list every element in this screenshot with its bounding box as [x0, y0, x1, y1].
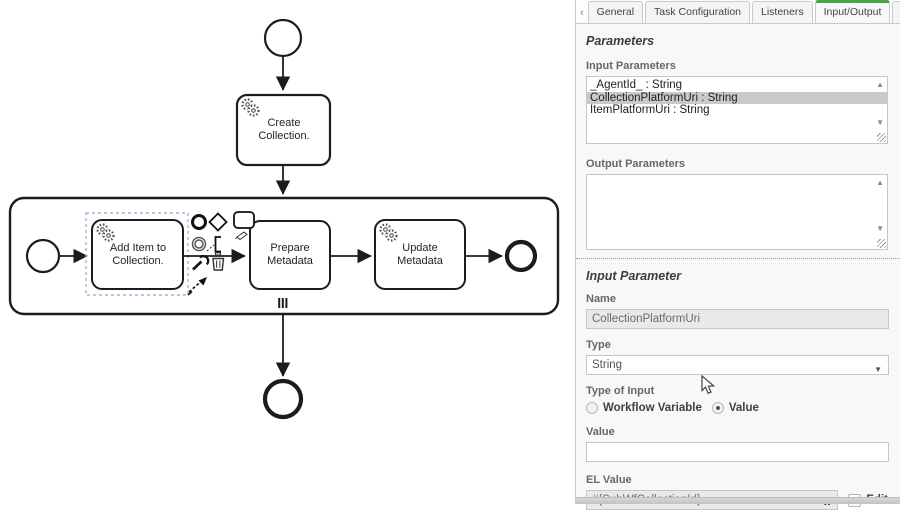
- properties-panel: ‹ General Task Configuration Listeners I…: [575, 0, 900, 510]
- tab-task-configuration[interactable]: Task Configuration: [645, 1, 750, 23]
- task-prepare-metadata[interactable]: [249, 220, 331, 290]
- append-intermediate-event-inner: [194, 239, 204, 249]
- trash-icon[interactable]: [211, 252, 225, 271]
- end-event[interactable]: [262, 378, 304, 420]
- section-divider: [576, 258, 900, 259]
- selection-outline: [85, 212, 189, 296]
- chevron-down-icon: ▼: [874, 365, 882, 374]
- output-parameters-label: Output Parameters: [586, 158, 686, 170]
- parameters-section-title: Parameters: [586, 34, 655, 48]
- resize-grip-icon[interactable]: [877, 133, 886, 142]
- panel-bottom-strip: [576, 497, 900, 504]
- append-gateway-icon[interactable]: [208, 212, 228, 232]
- type-label: Type: [586, 339, 611, 351]
- context-pad: [187, 211, 255, 296]
- task-label-update: Update Metadata: [397, 241, 443, 267]
- wrench-icon[interactable]: [192, 255, 210, 271]
- resize-grip-icon[interactable]: [877, 239, 886, 248]
- scroll-down-icon[interactable]: ▼: [876, 118, 884, 127]
- subprocess-end-event[interactable]: [504, 239, 538, 273]
- workflow-variable-radio[interactable]: [586, 402, 598, 414]
- append-annotation-icon[interactable]: [214, 236, 222, 253]
- task-label-add-item: Add Item to Collection.: [109, 241, 167, 267]
- value-label: Value: [586, 426, 615, 438]
- tab-input-output[interactable]: Input/Output: [814, 0, 891, 23]
- value-radio-label: Value: [728, 402, 759, 414]
- type-select[interactable]: String ▼: [586, 355, 889, 375]
- name-label: Name: [586, 293, 616, 305]
- task-update-metadata[interactable]: [374, 219, 466, 290]
- bpmn-diagram-svg: [8, 18, 560, 420]
- input-parameter-section-title: Input Parameter: [586, 269, 682, 283]
- value-radio[interactable]: [711, 402, 724, 414]
- tab-scroll-left-icon[interactable]: ‹: [580, 7, 584, 19]
- append-annotation-line: [206, 244, 215, 252]
- tab-listeners[interactable]: Listeners: [752, 1, 813, 23]
- edit-pen-icon[interactable]: [235, 231, 248, 241]
- type-of-input-radios: Workflow Variable Value: [586, 402, 888, 414]
- scroll-up-icon[interactable]: ▲: [876, 80, 884, 89]
- bpmn-canvas[interactable]: Create Collection. Add Item to Collectio…: [0, 0, 575, 504]
- scroll-down-icon[interactable]: ▼: [876, 224, 884, 233]
- input-parameters-listbox[interactable]: _AgentId_ : String CollectionPlatformUri…: [586, 76, 888, 144]
- subprocess-container[interactable]: [8, 196, 560, 316]
- tab-general[interactable]: General: [587, 1, 644, 23]
- output-parameters-listbox[interactable]: ▲ ▼: [586, 174, 888, 250]
- task-label-create: Create Collection.: [258, 117, 310, 142]
- input-parameters-label: Input Parameters: [586, 60, 676, 72]
- list-item[interactable]: ItemPlatformUri : String: [590, 104, 710, 116]
- name-field: CollectionPlatformUri: [586, 309, 889, 329]
- list-item-selected[interactable]: CollectionPlatformUri : String: [587, 91, 887, 104]
- workflow-variable-radio-label: Workflow Variable: [603, 402, 702, 414]
- parallel-multi-instance-marker: [278, 298, 288, 308]
- append-end-event-icon[interactable]: [191, 214, 207, 230]
- task-add-item[interactable]: [91, 219, 184, 290]
- tab-bar: ‹ General Task Configuration Listeners I…: [576, 0, 900, 24]
- subprocess-start-event[interactable]: [25, 238, 61, 274]
- start-event[interactable]: [263, 18, 303, 58]
- list-item[interactable]: _AgentId_ : String: [590, 79, 683, 91]
- type-of-input-label: Type of Input: [586, 385, 655, 397]
- scroll-up-icon[interactable]: ▲: [876, 178, 884, 187]
- el-value-label: EL Value: [586, 474, 632, 486]
- value-field[interactable]: [586, 442, 889, 462]
- connect-tool-icon[interactable]: [187, 277, 207, 296]
- tab-clipped[interactable]: F: [892, 1, 900, 23]
- type-select-value: String: [592, 359, 623, 371]
- append-task-icon[interactable]: [233, 211, 255, 229]
- task-label-prepare: Prepare Metadata: [267, 242, 313, 267]
